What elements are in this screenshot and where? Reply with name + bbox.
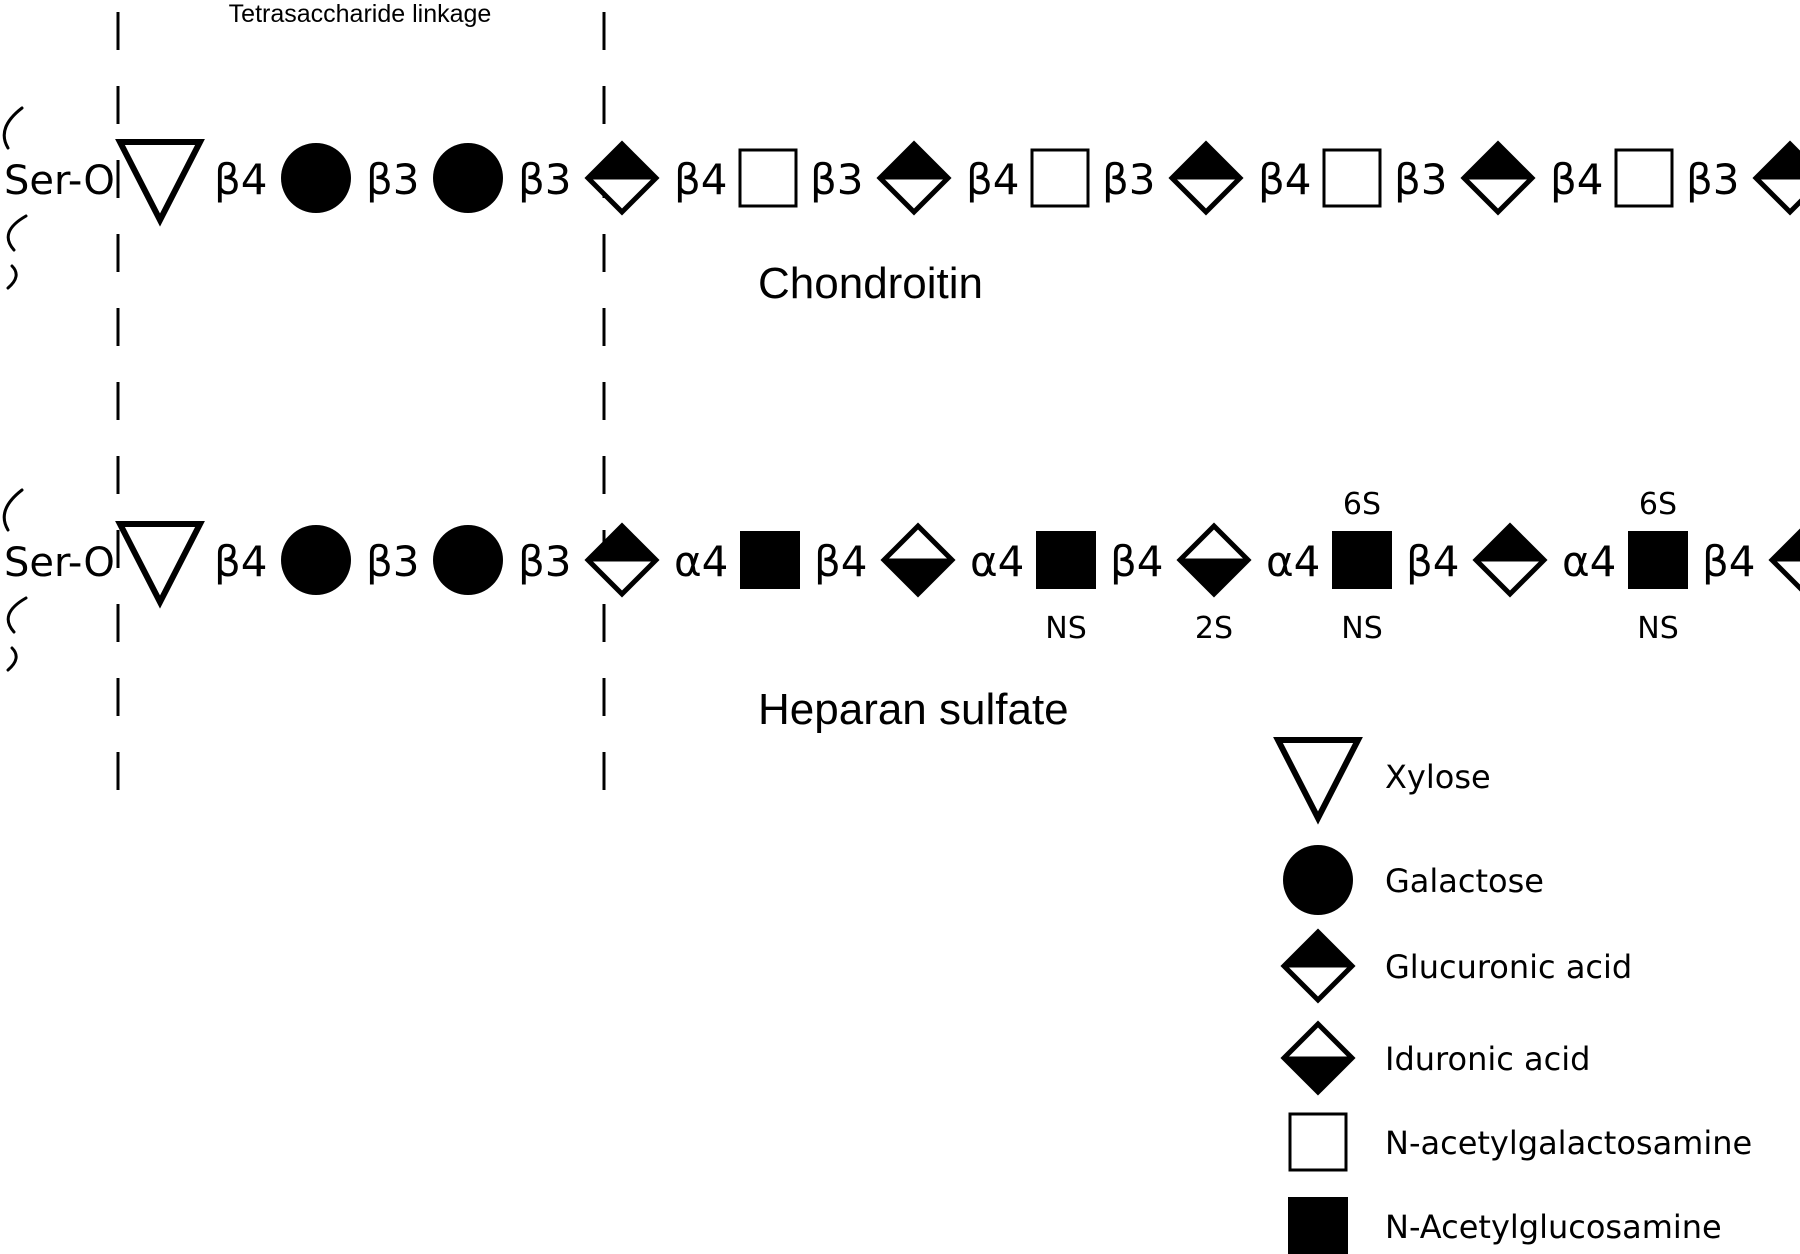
sulfation-label-below: 2S <box>1195 611 1233 646</box>
galnac-square-icon <box>1614 148 1674 208</box>
sulfation-label-below: NS <box>1637 611 1678 646</box>
glycosidic-bond-label: β3 <box>366 537 420 586</box>
legend-item-iduronic: Iduronic acid <box>1280 1020 1590 1096</box>
galnac-square-icon <box>1288 1112 1348 1172</box>
glucuronic-acid-diamond-icon <box>584 522 660 598</box>
legend-item-xylose: Xylose <box>1273 737 1491 825</box>
glycosidic-bond-label: β3 <box>1102 155 1156 204</box>
glcnac-square-icon <box>1288 1197 1348 1254</box>
glycosidic-bond-label: β4 <box>814 537 868 586</box>
glucuronic-acid-diamond-icon <box>1768 528 1800 592</box>
glycosidic-bond-label: β3 <box>366 155 420 204</box>
glycosidic-bond-label: α4 <box>970 537 1024 586</box>
xylose-triangle-icon <box>115 521 205 609</box>
glycosidic-bond-label: β4 <box>1258 155 1312 204</box>
galnac-square-icon <box>1030 148 1090 208</box>
legend-item-galactose: Galactose <box>1283 845 1544 915</box>
glcnac-square-icon <box>1628 531 1688 589</box>
glucuronic-acid-diamond-icon <box>1168 140 1244 216</box>
glucuronic-acid-diamond-icon <box>584 140 660 216</box>
glycosidic-bond-label: β3 <box>518 155 572 204</box>
glycosidic-bond-label: β4 <box>1702 537 1756 586</box>
legend-item-glucuronic: Glucuronic acid <box>1280 928 1632 1004</box>
galactose-circle-icon <box>433 525 503 595</box>
linkage-label: Tetrasaccharide linkage <box>229 0 492 28</box>
glycosidic-bond-label: β4 <box>214 537 268 586</box>
sulfation-label-below: NS <box>1045 611 1086 646</box>
glycosidic-bond-label: β4 <box>1110 537 1164 586</box>
glycosidic-bond-label: α4 <box>674 537 728 586</box>
iduronic-acid-diamond-icon <box>880 522 956 598</box>
galactose-circle-icon <box>281 525 351 595</box>
sulfation-label-above: 6S <box>1639 487 1677 522</box>
xylose-triangle-icon <box>115 139 205 227</box>
glucuronic-acid-diamond-icon <box>1280 928 1356 1004</box>
legend-label: N-Acetylglucosamine <box>1385 1208 1722 1246</box>
galnac-square-icon <box>1322 148 1382 208</box>
serine-anchor-label: Ser-O <box>4 158 115 204</box>
galactose-circle-icon <box>433 143 503 213</box>
legend-item-glcnac: N-Acetylglucosamine <box>1288 1197 1722 1254</box>
galnac-square-icon <box>738 148 798 208</box>
glucuronic-acid-diamond-icon <box>876 140 952 216</box>
chondroitin-chain: Ser-O β4 β3 β3 β4 β3 β4 β3 β4 β3 β4 β3 <box>2 106 1800 290</box>
glycosidic-bond-label: β4 <box>1550 155 1604 204</box>
legend-label: Iduronic acid <box>1385 1040 1590 1078</box>
galactose-circle-icon <box>1283 845 1353 915</box>
glycosidic-bond-label: α4 <box>1266 537 1320 586</box>
legend-label: Xylose <box>1385 758 1491 796</box>
legend-label: N-acetylgalactosamine <box>1385 1124 1752 1162</box>
glycosidic-bond-label: β3 <box>518 537 572 586</box>
glycosidic-bond-label: β4 <box>674 155 728 204</box>
linkage-region: Tetrasaccharide linkage <box>116 0 606 825</box>
glycosidic-bond-label: β3 <box>1394 155 1448 204</box>
glucuronic-acid-diamond-icon <box>1752 140 1800 216</box>
glucuronic-acid-diamond-icon <box>1460 140 1536 216</box>
glycosidic-bond-label: β4 <box>966 155 1020 204</box>
glcnac-square-icon <box>740 531 800 589</box>
serine-anchor-label: Ser-O <box>4 540 115 586</box>
glycosidic-bond-label: β4 <box>1406 537 1460 586</box>
xylose-triangle-icon <box>1273 737 1363 825</box>
iduronic-acid-diamond-icon <box>1280 1020 1356 1096</box>
glycosidic-bond-label: β4 <box>214 155 268 204</box>
attachment-brace-icon <box>2 488 28 672</box>
glycosidic-bond-label: β3 <box>810 155 864 204</box>
sulfation-label-above: 6S <box>1343 487 1381 522</box>
attachment-brace-icon <box>2 106 28 290</box>
glcnac-square-icon <box>1036 531 1096 589</box>
heparan-sulfate-title: Heparan sulfate <box>758 685 1069 734</box>
legend-label: Galactose <box>1385 862 1544 900</box>
glcnac-square-icon <box>1332 531 1392 589</box>
legend-item-galnac: N-acetylgalactosamine <box>1288 1112 1752 1172</box>
sulfation-label-below: NS <box>1341 611 1382 646</box>
glycosidic-bond-label: α4 <box>1562 537 1616 586</box>
glucuronic-acid-diamond-icon <box>1472 522 1548 598</box>
glycosidic-bond-label: β3 <box>1686 155 1740 204</box>
chondroitin-title: Chondroitin <box>758 259 983 308</box>
iduronic-acid-diamond-icon <box>1176 522 1252 598</box>
legend-label: Glucuronic acid <box>1385 948 1632 986</box>
galactose-circle-icon <box>281 143 351 213</box>
